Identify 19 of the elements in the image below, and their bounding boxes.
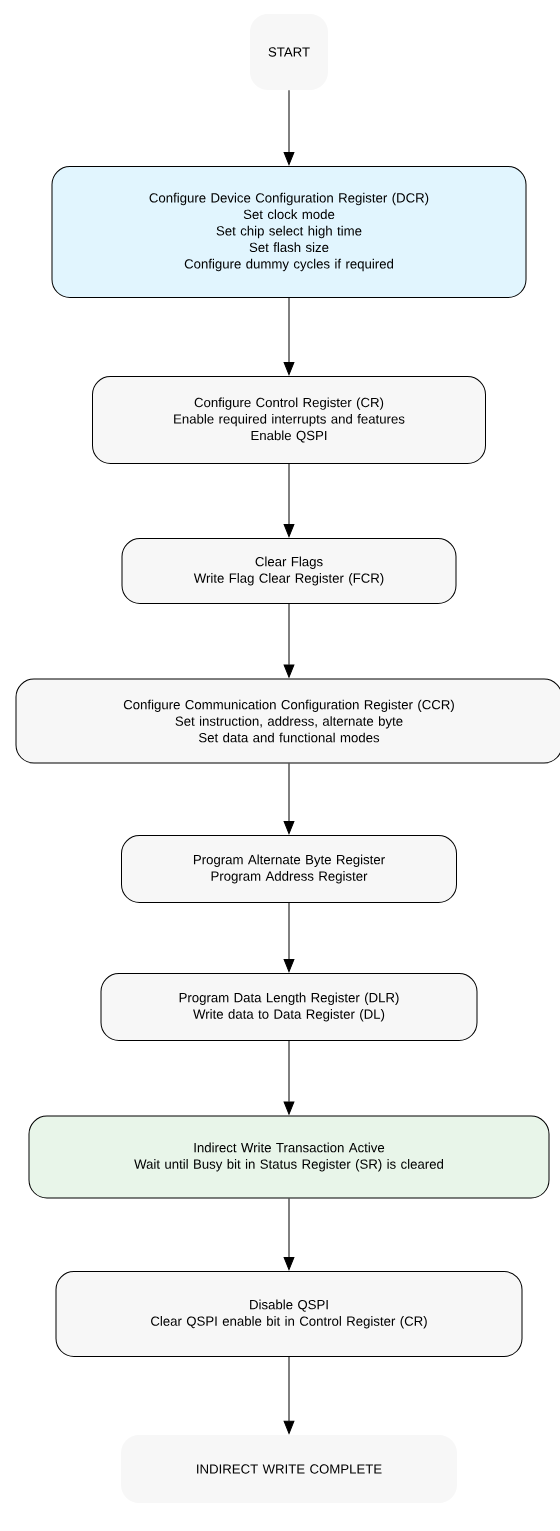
process-box: Indirect Write Transaction Active Wait until Busy bit in Status Register (SR) is cleared [28, 1115, 550, 1199]
process-box: Clear Flags Write Flag Clear Register (FCR) [121, 538, 457, 604]
process-box: Disable QSPI Clear QSPI enable bit in Control Register (CR) [55, 1271, 523, 1357]
arrow [283, 763, 295, 835]
arrow [283, 1198, 295, 1271]
terminal-box: START [250, 14, 328, 90]
process-box: Configure Communication Configuration Register (CCR) Set instruction, address, alternate byte Set data and functional modes [15, 678, 560, 764]
arrow [283, 902, 295, 973]
arrow [283, 603, 295, 678]
arrow [283, 463, 295, 538]
terminal-box: INDIRECT WRITE COMPLETE [121, 1435, 457, 1503]
arrow [283, 1356, 295, 1434]
arrow [283, 297, 295, 376]
arrow [283, 1040, 295, 1115]
arrow [283, 89, 295, 166]
process-box: Program Data Length Register (DLR) Write data to Data Register (DL) [100, 973, 478, 1041]
process-box: Program Alternate Byte Register Program Address Register [121, 835, 457, 903]
process-box: Configure Control Register (CR) Enable required interrupts and features Enable QSPI [92, 376, 486, 464]
process-box: Configure Device Configuration Register (DCR) Set clock mode Set chip select high time Set flash size Configure dummy cycles if required [51, 166, 527, 298]
